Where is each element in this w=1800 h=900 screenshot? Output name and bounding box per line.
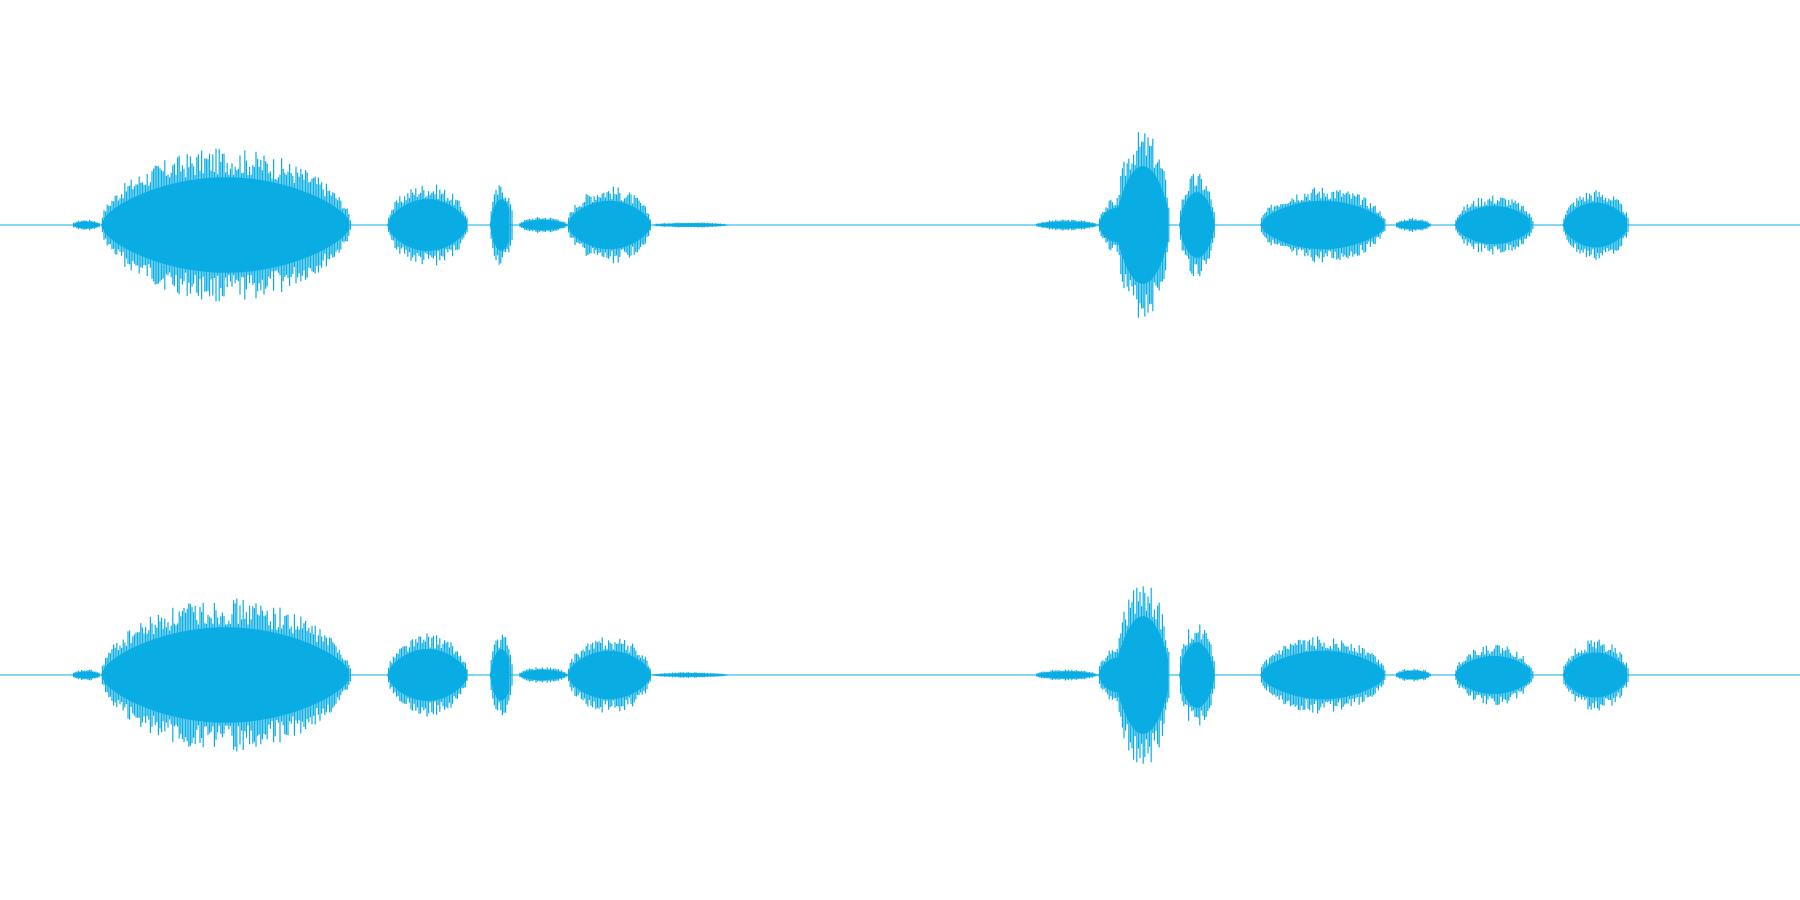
waveform-envelope <box>100 627 349 723</box>
waveform-envelope <box>1116 616 1168 734</box>
waveform-envelope <box>387 649 467 701</box>
waveform-envelope <box>489 199 510 251</box>
channel-2-waveform <box>0 586 1800 764</box>
waveform-envelope <box>1562 652 1627 698</box>
waveform-envelope <box>1179 192 1215 258</box>
waveform-envelope <box>1260 650 1384 700</box>
waveform-envelope <box>518 219 567 231</box>
waveform-envelope <box>651 673 728 677</box>
channel-1-waveform <box>0 132 1800 318</box>
waveform-envelope <box>72 671 100 679</box>
waveform-envelope <box>1454 205 1531 245</box>
waveform-envelope <box>1035 671 1095 679</box>
waveform-envelope <box>1395 670 1431 680</box>
waveform-envelope <box>1179 642 1215 708</box>
waveform-envelope <box>651 223 728 227</box>
waveform-envelope <box>1395 220 1431 230</box>
waveform-envelope <box>100 177 349 273</box>
waveform-envelope <box>489 649 510 701</box>
waveform-envelope <box>387 199 467 251</box>
waveform-envelope <box>518 669 567 681</box>
waveform-envelope <box>1035 221 1095 229</box>
waveform-envelope <box>567 650 651 700</box>
waveform-envelope <box>1454 655 1531 695</box>
waveform-envelope <box>567 200 651 250</box>
waveform-envelope <box>1260 200 1384 250</box>
waveform-envelope <box>1562 202 1627 248</box>
waveform-envelope <box>1116 166 1168 284</box>
waveform-envelope <box>72 221 100 229</box>
